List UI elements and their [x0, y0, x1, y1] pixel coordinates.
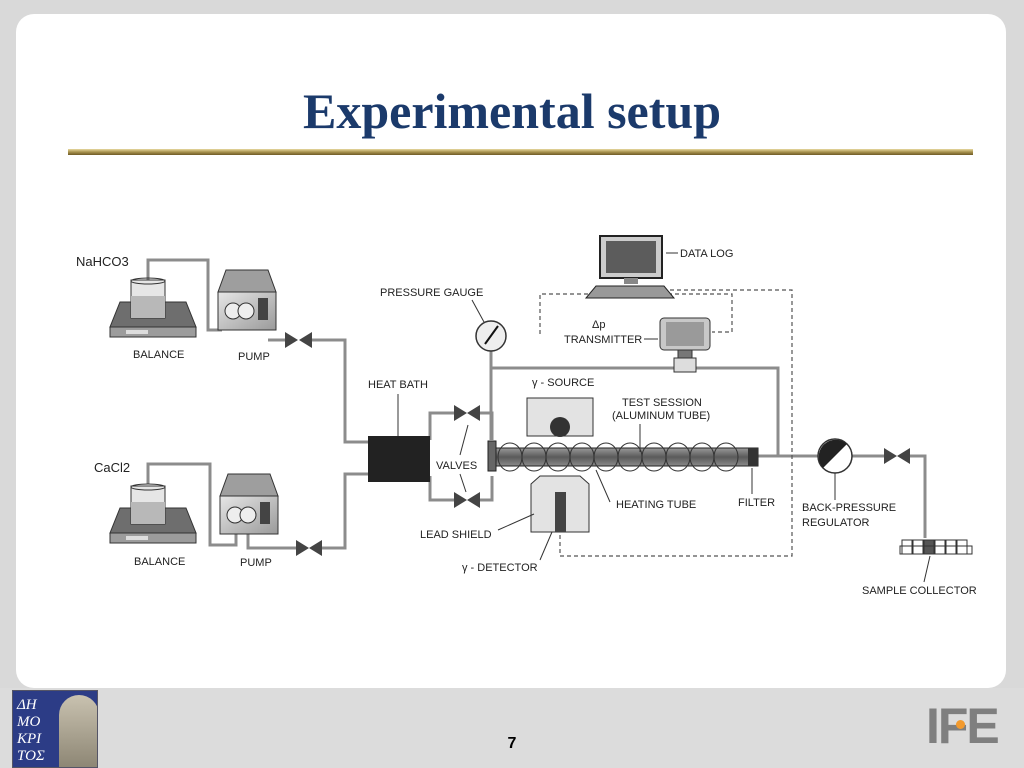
heating-tube-label: HEATING TUBE	[616, 499, 696, 511]
lead-shield-label: LEAD SHIELD	[420, 529, 492, 541]
cacl2-label: CaCl2	[94, 460, 130, 475]
transmitter-label: TRANSMITTER	[564, 334, 642, 346]
pump-bottom	[219, 473, 279, 535]
title-underline	[68, 149, 973, 155]
sample-collector	[899, 539, 973, 555]
democritus-logo-text: ΔΗ ΜΟ ΚΡΙ ΤΟΣ	[17, 697, 45, 764]
pump-top	[217, 269, 277, 331]
gamma-source	[526, 397, 594, 437]
bpr-label-1: BACK-PRESSURE	[802, 502, 896, 514]
slide-card	[16, 14, 1006, 688]
data-log-computer	[584, 235, 676, 299]
pump-bottom-label: PUMP	[240, 557, 272, 569]
valve-outlet	[884, 448, 910, 464]
valve-top-feed	[285, 332, 312, 348]
filter	[748, 448, 758, 466]
democritus-logo: ΔΗ ΜΟ ΚΡΙ ΤΟΣ	[12, 690, 98, 768]
sample-collector-label: SAMPLE COLLECTOR	[862, 585, 977, 597]
page-number: 7	[507, 735, 517, 752]
pressure-gauge-label: PRESSURE GAUGE	[380, 287, 483, 299]
pump-top-label: PUMP	[238, 351, 270, 363]
valves-label: VALVES	[436, 460, 477, 472]
dp-label: Δp	[592, 319, 605, 331]
test-section-tube	[495, 447, 759, 467]
inlet-flange	[487, 440, 497, 472]
dp-transmitter	[659, 317, 711, 373]
ife-logo-dot-icon	[956, 720, 965, 729]
heat-bath-label: HEAT BATH	[368, 379, 428, 391]
nahco3-label: NaHCO3	[76, 254, 129, 269]
pressure-gauge	[475, 320, 507, 352]
valve-upper	[454, 405, 480, 421]
slide-title: Experimental setup	[302, 83, 722, 139]
heating-coil	[497, 442, 739, 472]
valve-lower	[454, 492, 480, 508]
bpr-label-2: REGULATOR	[802, 517, 869, 529]
democritus-bust-icon	[59, 695, 97, 767]
gamma-detector-label: γ - DETECTOR	[462, 562, 538, 574]
back-pressure-regulator	[817, 438, 853, 474]
slide-footer	[0, 688, 1024, 768]
valve-bottom-feed	[296, 540, 322, 556]
balance-top-label: BALANCE	[133, 349, 184, 361]
gamma-detector	[530, 475, 590, 533]
gamma-source-label: γ - SOURCE	[532, 377, 594, 389]
data-log-label: DATA LOG	[680, 248, 733, 260]
test-session-label-2: (ALUMINUM TUBE)	[612, 410, 710, 422]
heat-bath	[368, 436, 430, 482]
pipes	[146, 258, 927, 550]
balance-top	[109, 277, 197, 338]
ife-logo: IFE	[926, 698, 1000, 754]
filter-label: FILTER	[738, 497, 775, 509]
balance-bottom	[109, 483, 197, 544]
test-session-label-1: TEST SESSION	[622, 397, 702, 409]
balance-bottom-label: BALANCE	[134, 556, 185, 568]
